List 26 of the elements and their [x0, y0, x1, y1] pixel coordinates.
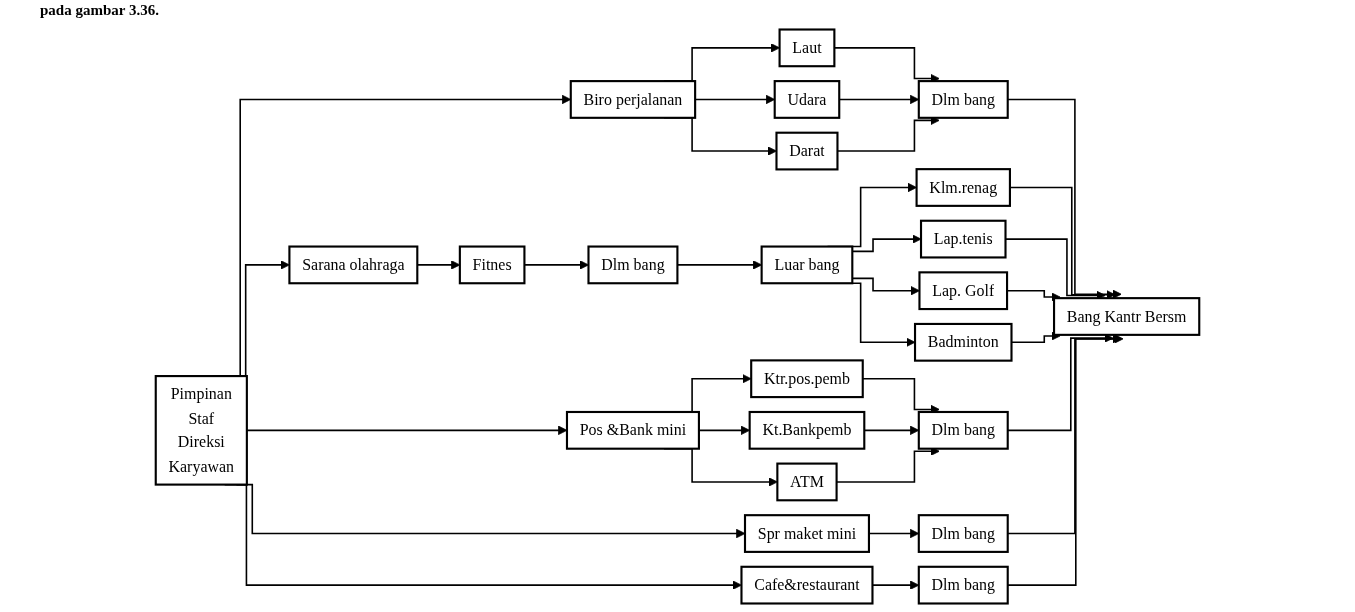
node-box: Udara — [773, 80, 841, 119]
node-box: Ktr.pos.pemb — [750, 359, 864, 399]
node-box: Bang Kantr Bersm — [1053, 297, 1201, 336]
node-box: Dlm bang — [917, 80, 1009, 119]
node-box: Laut — [778, 28, 836, 68]
node-box: Pimpinan Staf Direksi Karyawan — [154, 375, 248, 486]
arrow — [1006, 98, 1122, 299]
node-box: Lap.tenis — [919, 219, 1007, 259]
node-box: Kt.Bankpemb — [748, 410, 866, 450]
node-box: Darat — [775, 131, 839, 171]
node-box: Spr maket mini — [743, 514, 870, 553]
node-box: Badminton — [913, 322, 1013, 362]
node-box: Klm.renag — [915, 168, 1011, 207]
node-box: Fitnes — [458, 245, 526, 285]
note-text: pada gambar 3.36. — [40, 2, 160, 19]
node-box: Dlm bang — [917, 410, 1009, 450]
node-box: Sarana olahraga — [288, 245, 419, 285]
node-box: Biro perjalanan — [569, 80, 697, 119]
node-box: Luar bang — [760, 245, 854, 285]
node-box: Lap. Golf — [918, 271, 1009, 311]
node-box: ATM — [776, 462, 838, 502]
node-box: Pos &Bank mini — [565, 410, 700, 450]
node-box: Cafe&restaurant — [740, 565, 874, 605]
node-box: Dlm bang — [587, 245, 679, 285]
node-box: Dlm bang — [917, 514, 1009, 553]
node-box: Dlm bang — [917, 565, 1009, 605]
